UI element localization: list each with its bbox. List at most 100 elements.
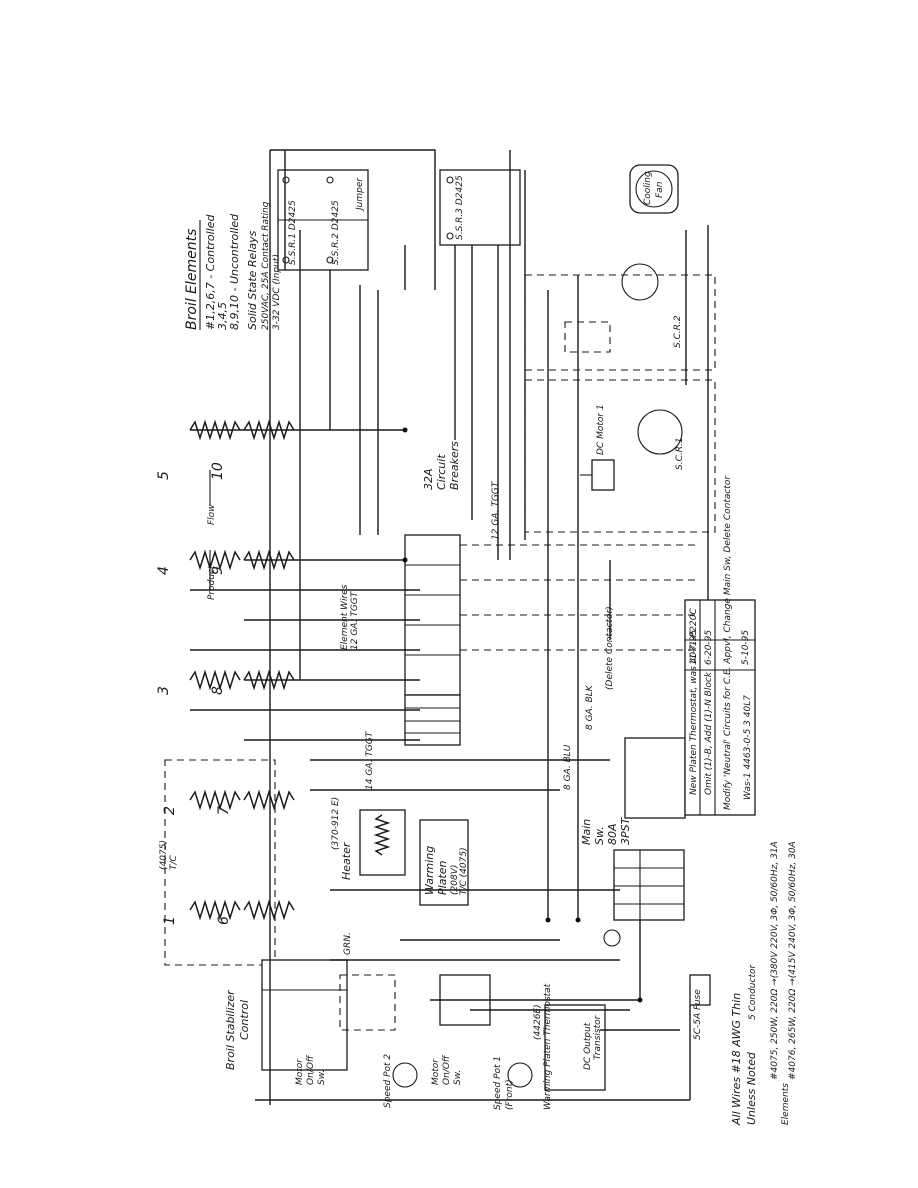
uncontrolled-a-label: 3,4,5: [216, 302, 229, 330]
main-switch-label-a: Main: [580, 819, 593, 845]
delete-contactor-label: (Delete Contactor): [605, 606, 615, 690]
neutral-block: [404, 694, 461, 746]
gauge-notes: 14 GA. TGGT 12 GA. TGGT 8 GA. BLK 8 GA. …: [365, 480, 595, 790]
ssr-title: Solid State Relays: [246, 230, 259, 330]
revision-a: Modify 'Neutral' Circuits for C.E. Appvl…: [723, 475, 733, 810]
broil-stabilizer-label-b: Control: [238, 1000, 251, 1040]
thermostat-label-group: Warming Platen Thermostat (4426E): [533, 983, 553, 1110]
gauge-8blu-label: 8 GA. BLU: [563, 744, 573, 790]
revision-a-date: 5-10-95: [741, 630, 751, 665]
terminal-block-main: [613, 849, 685, 921]
element-9-label: 9: [210, 566, 226, 575]
jumper-label: Jumper: [355, 177, 365, 212]
element-1-label: 1: [162, 916, 178, 925]
broil-elements: 5 10 4 9 3 8 2 7 1 6 T/C (4075) Flow Pro…: [156, 419, 295, 966]
fuse: 5C-5A Fuse: [689, 974, 711, 1040]
elements-row-2: #4076, 265W, 220Ω →(415V 240V, 3Φ, 50/60…: [788, 841, 798, 1080]
uncontrolled-b-label: 8,9,10 - Uncontrolled: [228, 213, 241, 330]
element-3-label: 3: [156, 686, 172, 695]
element-4-label: 4: [156, 566, 172, 575]
dc-motor-label: DC Motor 1: [596, 404, 606, 455]
broil-stabilizer-label-a: Broil Stabilizer: [224, 989, 237, 1070]
gauge-14-label: 14 GA. TGGT: [365, 730, 375, 790]
ssr1-label: S.S.R.1 D2425: [288, 200, 298, 265]
element-6-label: 6: [216, 916, 232, 925]
thermocouple-label: T/C: [169, 854, 179, 870]
scr2-label: S.C.R.2: [673, 315, 683, 348]
revision-table: New Platen Thermostat, was 4071-P220C 11…: [684, 475, 756, 816]
heater-label: Heater: [340, 841, 353, 880]
dc-output-transistor: DC Output Transistor: [544, 1004, 606, 1091]
motor-onoff-switch-2: Motor On/Off Sw. Speed Pot 2: [295, 974, 418, 1108]
breakers-label-a: 32A: [422, 468, 435, 490]
revision-was: Was-1 4463-0-5 3 40L7: [743, 695, 753, 800]
speed-pot-2-label: Speed Pot 2: [383, 1054, 393, 1108]
revision-b: Omit (1)-B, Add (1)-N Block: [704, 671, 714, 795]
revision-b-date: 6-20-95: [704, 630, 714, 665]
warming-platen-label-c: (208V): [450, 865, 460, 895]
speed-pot-1-label: Speed Pot 1: [493, 1056, 503, 1110]
thermocouple-code: (4075): [159, 840, 169, 870]
speed-pot-1-sub: (Front): [505, 1079, 515, 1110]
scr1-label: S.C.R.1: [675, 437, 685, 470]
ssr3-label: S.S.R.3 D2425: [455, 175, 465, 240]
warming-platen-label-a: Warming: [423, 846, 436, 895]
element-7-label: 7: [216, 806, 232, 815]
motor-onoff1-label-a: Motor: [431, 1058, 441, 1085]
breakers-label-c: Breakers: [448, 441, 461, 490]
five-conductor-label: 5 Conductor: [748, 964, 758, 1020]
warming-platen-label-b: Platen: [436, 860, 449, 895]
motor-onoff-switch-1: Motor On/Off Sw. Speed Pot 1 (Front): [431, 974, 533, 1110]
warming-platen-thermostat-code: (4426E): [533, 1004, 543, 1040]
gauge-8blk-label: 8 GA. BLK: [585, 684, 595, 730]
warming-platen-thermostat-label: Warming Platen Thermostat: [543, 983, 553, 1110]
ssr-input: 3-32 VDC (Input): [272, 254, 282, 330]
main-switch-label-b: Sw.: [593, 826, 606, 845]
delete-contactor: (Delete Contactor): [605, 606, 615, 690]
motor-onoff2-label-b: On/Off: [306, 1054, 316, 1085]
elements-row-1: #4075, 250W, 220Ω →(380V 220V, 3Φ, 50/60…: [770, 841, 780, 1080]
element-10-label: 10: [210, 462, 226, 480]
main-switch-label-c: 80A: [606, 823, 619, 845]
element-5-label: 5: [156, 471, 172, 480]
ssr-1-2-block: S.S.R.1 D2425 S.S.R.2 D2425 Jumper: [277, 169, 369, 271]
dc-motor-scr1: DC Motor 1 S.C.R.1: [524, 379, 716, 533]
elements-note-label: Elements: [781, 1083, 791, 1125]
controlled-elements-label: #1,2,6,7 - Controlled: [204, 214, 217, 330]
motor-onoff1-label-b: On/Off: [442, 1054, 452, 1085]
fuse-label: 5C-5A Fuse: [693, 989, 703, 1040]
transistor-label: Transistor: [593, 1014, 603, 1060]
ssr-3-block: S.S.R.3 D2425: [439, 169, 521, 246]
connection-dots: [402, 427, 643, 1003]
heater-code: (370-912 E): [331, 797, 341, 850]
cooling-fan: Cooling Fan: [629, 164, 679, 214]
wire-note-b: Unless Noted: [745, 1051, 758, 1125]
broil-elements-title: Broil Elements: [184, 229, 200, 330]
breakers-label-b: Circuit: [435, 454, 448, 490]
main-switch-label-d: 3PST: [619, 816, 632, 845]
motor-onoff2-label-a: Motor: [295, 1058, 305, 1085]
wire-note-a: All Wires #18 AWG Thin: [730, 993, 743, 1126]
product-label: Product: [207, 565, 217, 600]
cooling-fan-label-b: Fan: [655, 181, 665, 198]
broil-elements-legend: Broil Elements #1,2,6,7 - Controlled 3,4…: [184, 201, 282, 330]
ground-label: GRN.: [343, 932, 353, 955]
main-switch: Main Sw. 80A 3PST: [580, 737, 686, 845]
heater: Heater (370-912 E) GRN.: [331, 797, 406, 955]
motor-onoff2-label-c: Sw.: [317, 1070, 327, 1085]
flow-label: Flow: [207, 504, 217, 525]
revision-c-date: 11-7-95: [689, 630, 699, 665]
element-8-label: 8: [210, 686, 226, 695]
dc-output-label: DC Output: [583, 1022, 593, 1070]
cooling-fan-label-a: Cooling: [643, 171, 653, 205]
element-2-label: 2: [162, 806, 178, 815]
broil-stabilizer-control: Broil Stabilizer Control: [224, 959, 348, 1071]
ssr-rating: 250VAC, 25A Contact Rating: [261, 201, 271, 330]
bottom-notes: All Wires #18 AWG Thin Unless Noted 5 Co…: [730, 841, 798, 1126]
revision-c: New Platen Thermostat, was 4071-P220C: [689, 608, 699, 795]
gauge-12-label: 12 GA. TGGT: [491, 480, 501, 540]
circuit-breakers: 32A Circuit Breakers Element Wires 12 GA…: [340, 441, 461, 696]
element-wires-label: Element Wires: [340, 584, 350, 650]
ssr2-label: S.S.R.2 D2425: [331, 200, 341, 265]
